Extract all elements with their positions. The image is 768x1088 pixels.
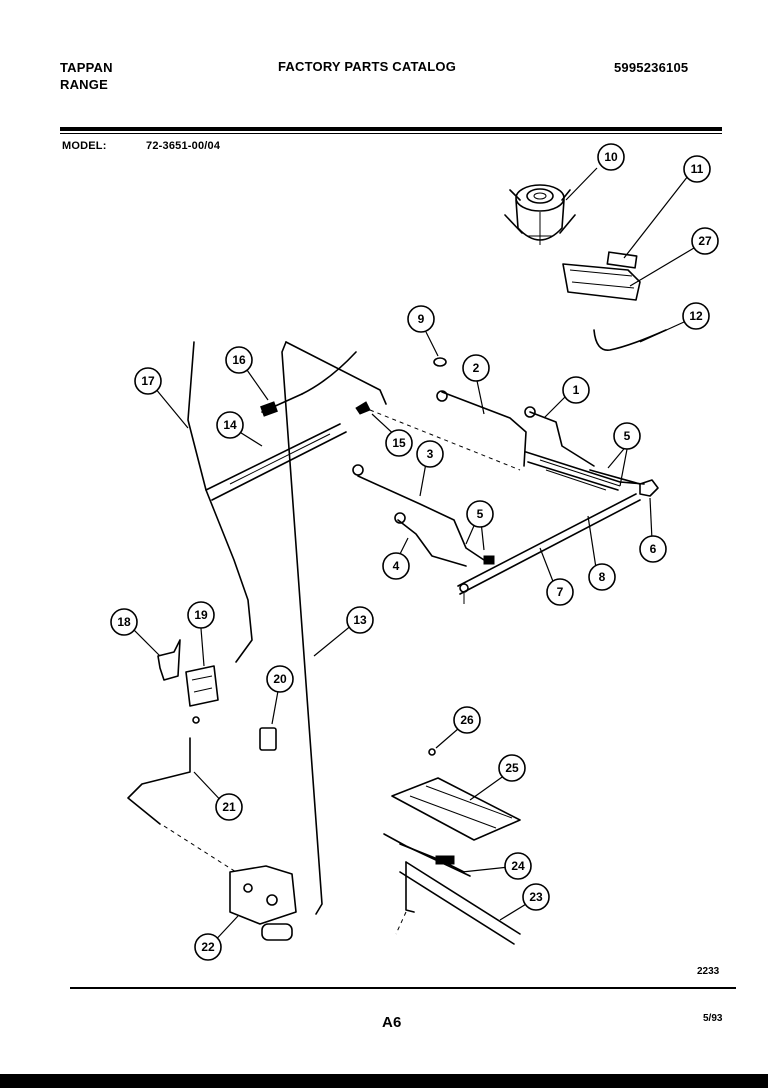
callout-14: 14 [216, 411, 244, 439]
callout-5b: 5 [613, 422, 641, 450]
callout-12: 12 [682, 302, 710, 330]
diagram-code: 2233 [697, 966, 720, 977]
dashed-line-valve [163, 825, 237, 873]
part-23-burner [395, 861, 521, 945]
callout-7: 7 [546, 578, 574, 606]
model-label: MODEL: [62, 140, 107, 152]
svg-text:7: 7 [557, 585, 564, 599]
part-9-grommet [433, 357, 447, 367]
callout-2: 2 [462, 354, 490, 382]
callout-27: 27 [691, 227, 719, 255]
part-24-igniter [383, 833, 471, 877]
svg-text:27: 27 [698, 234, 712, 248]
model-number: 72-3651-00/04 [146, 140, 221, 152]
callout-22: 22 [194, 933, 222, 961]
part-11-27-bracket [562, 251, 641, 301]
date-label: 5/93 [703, 1013, 723, 1024]
callout-16: 16 [225, 346, 253, 374]
part-12-lead [593, 329, 667, 351]
header-rule-thick [60, 127, 722, 131]
callout-15: 15 [385, 429, 413, 457]
part-1-tube [529, 411, 595, 467]
callout-6: 6 [639, 535, 667, 563]
svg-text:18: 18 [117, 615, 131, 629]
svg-text:24: 24 [511, 859, 525, 873]
part-16-pilot [260, 351, 357, 417]
svg-text:12: 12 [689, 309, 703, 323]
part-21-tube [127, 737, 191, 825]
callout-10: 10 [597, 143, 625, 171]
svg-text:21: 21 [222, 800, 236, 814]
part-4-tube [397, 519, 467, 567]
svg-text:25: 25 [505, 761, 519, 775]
callout-23: 23 [522, 883, 550, 911]
svg-text:19: 19 [194, 608, 208, 622]
part-17-capillary [187, 341, 253, 663]
page-label: A6 [382, 1014, 402, 1031]
part-25-baffle [391, 777, 521, 841]
part-14-broil-burner [205, 423, 347, 501]
callout-3: 3 [416, 440, 444, 468]
svg-text:3: 3 [427, 447, 434, 461]
svg-text:8: 8 [599, 570, 606, 584]
part-20-fitting [259, 727, 277, 751]
svg-text:20: 20 [273, 672, 287, 686]
svg-text:16: 16 [232, 353, 246, 367]
callout-25: 25 [498, 754, 526, 782]
svg-text:23: 23 [529, 890, 543, 904]
svg-text:26: 26 [460, 713, 474, 727]
svg-text:9: 9 [418, 312, 425, 326]
svg-text:17: 17 [141, 374, 155, 388]
svg-text:2: 2 [473, 361, 480, 375]
part-22-valve [229, 865, 297, 941]
part-10-burner [504, 184, 576, 245]
part-6-valve [639, 479, 659, 497]
header-rule-thin [60, 133, 722, 134]
svg-text:5: 5 [477, 507, 484, 521]
svg-text:14: 14 [223, 418, 237, 432]
svg-text:13: 13 [353, 613, 367, 627]
callout-21: 21 [215, 793, 243, 821]
catalog-title: FACTORY PARTS CATALOG [278, 59, 457, 74]
svg-text:11: 11 [691, 162, 704, 176]
callout-11: 11 [683, 155, 711, 183]
part-19-thermostat [185, 665, 219, 724]
callout-26: 26 [453, 706, 481, 734]
callout-13: 13 [346, 606, 374, 634]
svg-text:15: 15 [392, 436, 406, 450]
callout-8: 8 [588, 563, 616, 591]
dashed-connection [369, 409, 521, 471]
svg-text:22: 22 [201, 940, 215, 954]
leader-lines [125, 167, 695, 947]
part-2-tube [441, 391, 527, 467]
callout-18: 18 [110, 608, 138, 636]
callout-1: 1 [562, 376, 590, 404]
svg-text:6: 6 [650, 542, 657, 556]
callout-5a: 5 [466, 500, 494, 528]
callout-17: 17 [134, 367, 162, 395]
part-13-tube-top [285, 341, 387, 405]
svg-text:5: 5 [624, 429, 631, 443]
callout-24: 24 [504, 852, 532, 880]
svg-text:10: 10 [604, 150, 618, 164]
part-18-bracket [157, 639, 181, 681]
catalog-number: 5995236105 [614, 60, 689, 75]
product-label: RANGE [60, 77, 108, 92]
svg-text:4: 4 [393, 559, 400, 573]
part-7-8-manifold [457, 451, 645, 604]
callout-9: 9 [407, 305, 435, 333]
page-bottom-border [0, 1074, 768, 1088]
svg-text:1: 1 [573, 383, 580, 397]
part-3-tube [357, 475, 485, 561]
footer-rule [70, 987, 736, 989]
part-13-tube [281, 341, 323, 915]
part-15-orifice [355, 401, 371, 415]
callout-20: 20 [266, 665, 294, 693]
callout-19: 19 [187, 601, 215, 629]
part-26-screw [428, 748, 436, 756]
callout-4: 4 [382, 552, 410, 580]
brand-label: TAPPAN [60, 60, 113, 75]
